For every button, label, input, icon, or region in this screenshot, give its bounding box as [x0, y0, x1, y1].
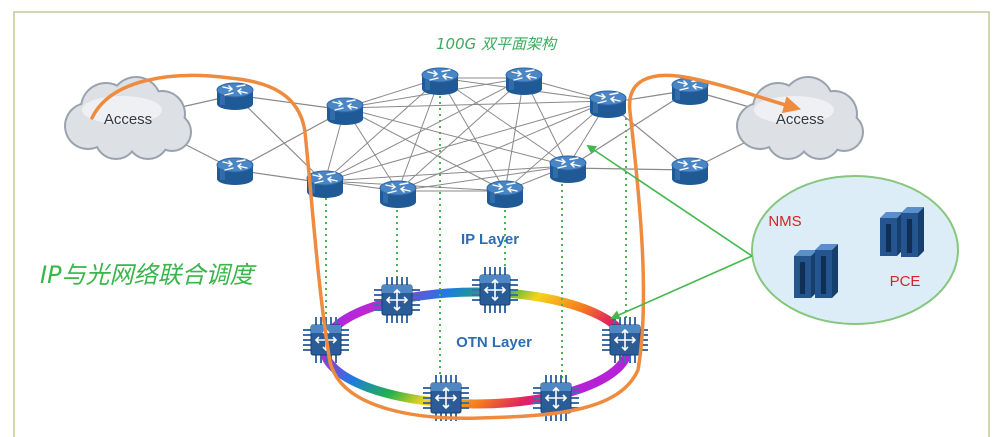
otn-switch-icon [602, 317, 648, 363]
otn-switch-icon [472, 267, 518, 313]
control-link-to-otn [610, 255, 753, 320]
orange-service-path [90, 73, 802, 420]
router-icon [671, 157, 709, 185]
mesh-link [324, 165, 569, 182]
control-links [586, 144, 753, 320]
ip-otn-vertical-links [325, 96, 627, 378]
service-path [90, 73, 802, 420]
access-right-label: Access [776, 111, 824, 128]
router-icon [589, 90, 627, 118]
router-icon [379, 180, 417, 208]
router-icon [505, 67, 543, 95]
router-icon [216, 157, 254, 185]
nms-server-icon [794, 244, 838, 298]
router-icon [421, 67, 459, 95]
mesh-link [324, 77, 441, 182]
figure-frame [13, 11, 990, 437]
router-icon [216, 82, 254, 110]
edge-link [567, 89, 691, 169]
access-links [164, 89, 763, 184]
mesh-link [344, 107, 569, 167]
cloud-icon-left [64, 76, 192, 160]
access-left-label: Access [104, 111, 152, 128]
ip-routers [216, 67, 709, 208]
edge-link [234, 109, 346, 171]
router-icon [306, 170, 344, 198]
server-icon [880, 212, 903, 256]
otn-switch-icon [374, 277, 420, 323]
mesh-link [504, 100, 609, 192]
control-link-to-router [586, 144, 753, 257]
mesh-link [344, 107, 506, 192]
router-icon [486, 180, 524, 208]
cloud-icon-right [736, 76, 864, 160]
mesh-link [344, 100, 609, 109]
mesh-link [397, 165, 569, 192]
mesh-link [397, 100, 609, 192]
nms-label: NMS [768, 213, 801, 230]
ip-layer-label: IP Layer [461, 231, 519, 248]
server-icon [815, 244, 838, 298]
mesh-link [439, 77, 569, 167]
server-icon [794, 250, 817, 298]
joint-scheduling-label: IP与光网络联合调度 [40, 261, 258, 289]
otn-switches [303, 267, 648, 421]
mesh-link [397, 77, 525, 192]
pce-label: PCE [890, 273, 921, 290]
otn-switch-icon [533, 375, 579, 421]
access-clouds [64, 76, 864, 160]
otn-layer-label: OTN Layer [456, 334, 532, 351]
management-bubble [751, 175, 959, 325]
router-icon [549, 155, 587, 183]
otn-switch-icon [423, 375, 469, 421]
edge-link [567, 167, 691, 171]
management-bubble-shape [751, 175, 959, 325]
mesh-link [504, 77, 525, 192]
mesh-link [397, 77, 441, 192]
server-icon [901, 207, 924, 257]
diagram-title: 100G 双平面架构 [436, 35, 558, 53]
mesh-link [439, 77, 506, 192]
pce-server-icon [880, 207, 924, 257]
frame-border [13, 11, 990, 437]
router-icon [326, 97, 364, 125]
mesh-link [324, 77, 525, 182]
mesh-link [324, 100, 609, 182]
